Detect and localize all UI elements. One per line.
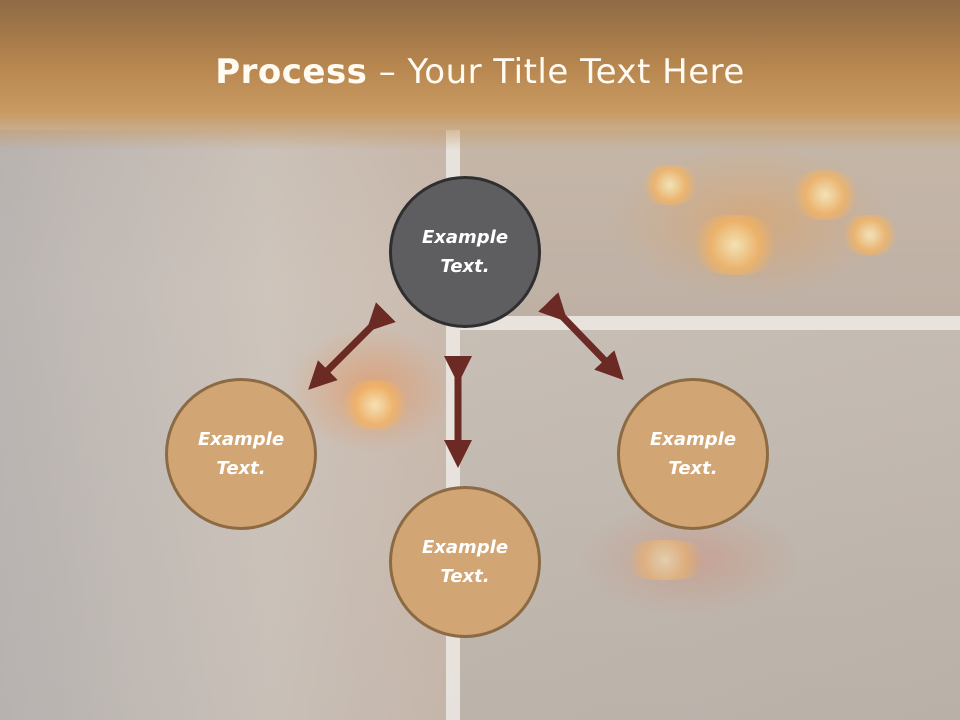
arrow-center-left: [308, 302, 396, 390]
fire-glow: [840, 215, 900, 255]
left-node-text: Example Text.: [197, 429, 285, 479]
center-node-text: Example Text.: [421, 227, 509, 277]
title-rest: – Your Title Text Here: [367, 52, 745, 92]
title-bar: [0, 0, 960, 150]
hot-metal-glow: [620, 540, 710, 580]
title-bold: Process: [215, 52, 368, 92]
center-node[interactable]: Example Text.: [389, 176, 541, 328]
right-node[interactable]: Example Text.: [617, 378, 769, 530]
fire-glow: [640, 165, 700, 205]
fire-glow: [790, 170, 860, 220]
bottom-node[interactable]: Example Text.: [389, 486, 541, 638]
slide-title[interactable]: Process – Your Title Text Here: [0, 52, 960, 92]
left-node[interactable]: Example Text.: [165, 378, 317, 530]
bottom-node-text: Example Text.: [421, 537, 509, 587]
right-node-text: Example Text.: [649, 429, 737, 479]
fire-glow: [690, 215, 780, 275]
arrow-center-right: [538, 292, 624, 381]
